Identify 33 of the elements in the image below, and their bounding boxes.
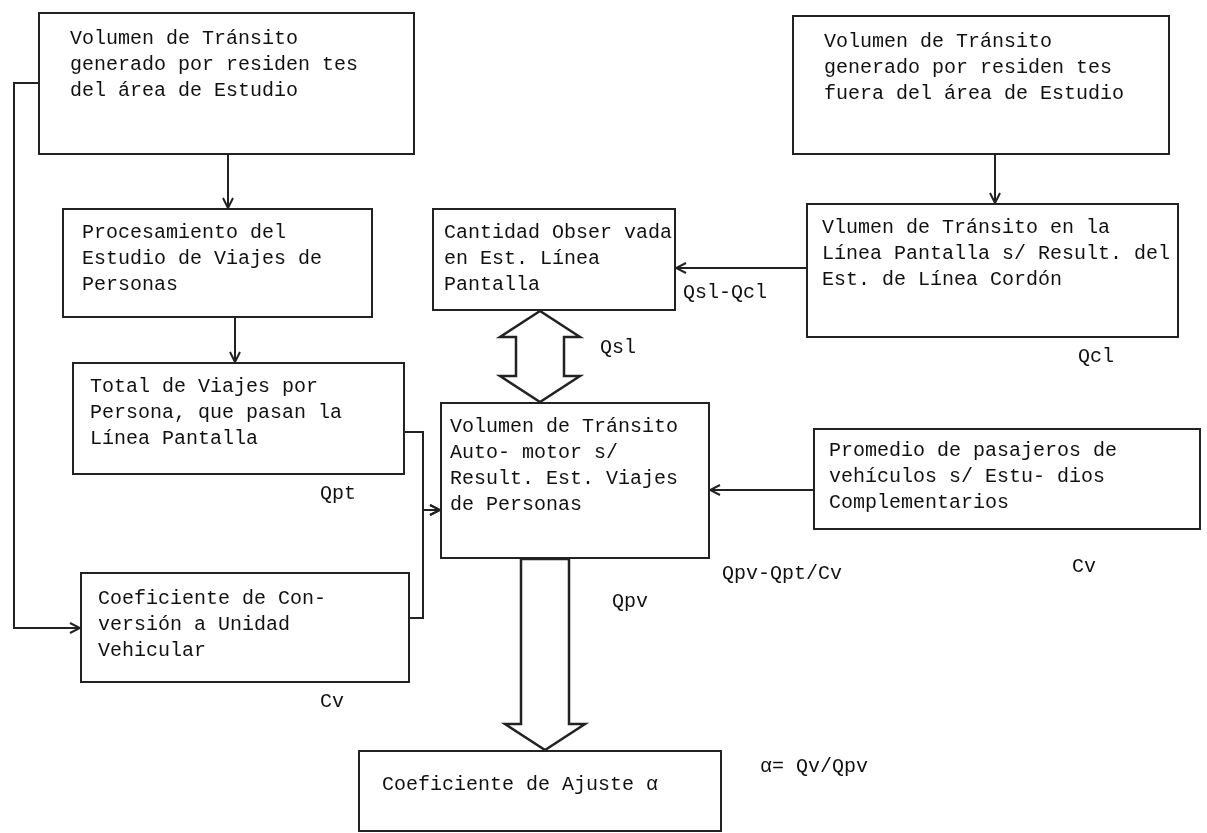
double-block-arrow [495, 309, 585, 404]
box-text: Vlumen de Tránsito en la Línea Pantalla s/ Result. del Est. de Línea Cordón [822, 215, 1172, 293]
box-text: Promedio de pasajeros de vehículos s/ Estu- dios Complementarios [829, 438, 1119, 516]
box-text: Volumen de Tránsito generado por residen tes del área de Estudio [70, 26, 360, 104]
process-box [792, 15, 1170, 155]
process-box [440, 402, 710, 559]
block-arrow [500, 557, 590, 752]
quantity-label: Qpt [320, 482, 356, 506]
edge-label: Qsl [600, 336, 636, 360]
box-text: Volumen de Tránsito generado por residen tes fuera del área de Estudio [824, 29, 1126, 107]
box-text: Coeficiente de Con- versión a Unidad Vehicular [98, 586, 328, 664]
process-box [358, 750, 722, 832]
process-box [38, 12, 415, 155]
edge-label: Qsl-Qcl [683, 281, 767, 305]
quantity-label: Cv [320, 690, 344, 714]
process-box [432, 208, 676, 311]
box-text: Total de Viajes por Persona, que pasan la Línea Pantalla [90, 374, 344, 452]
quantity-label: Cv [1072, 555, 1096, 579]
arrow [709, 484, 814, 496]
arrow [229, 317, 241, 363]
box-text: Coeficiente de Ajuste α [382, 772, 660, 798]
formula-label: Qpv-Qpt/Cv [722, 562, 843, 586]
box-text: Procesamiento del Estudio de Viajes de Personas [82, 220, 324, 298]
box-text: Volumen de Tránsito Auto- motor s/ Result. Est. Viajes de Personas [450, 414, 680, 518]
arrow [675, 262, 807, 274]
formula-label: α= Qv/Qpv [760, 755, 869, 779]
arrow [13, 82, 81, 634]
arrow [409, 504, 441, 619]
box-text: Cantidad Obser vada en Est. Línea Pantalla [444, 220, 674, 298]
process-box [62, 208, 373, 318]
arrow [222, 154, 234, 209]
arrow [989, 154, 1001, 204]
quantity-label: Qcl [1078, 345, 1114, 369]
